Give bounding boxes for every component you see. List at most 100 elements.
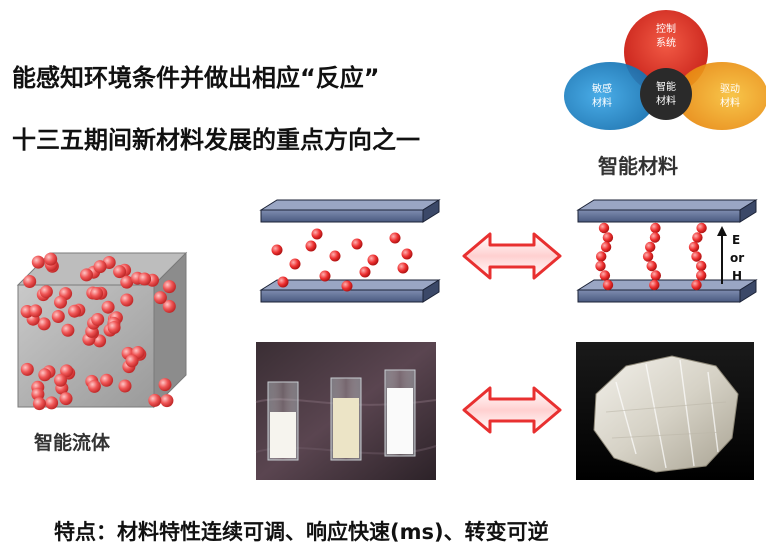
double-arrow-bottom (462, 386, 562, 434)
random-particle (389, 232, 401, 244)
random-particle (289, 258, 301, 270)
cube-particle (37, 317, 51, 331)
chained-particle (602, 232, 614, 243)
cube-particle (160, 394, 174, 408)
cube-particle (93, 260, 107, 274)
random-particles (271, 228, 413, 292)
random-particle (271, 244, 283, 256)
cube-particle (29, 304, 43, 318)
cube-particle (90, 287, 104, 300)
random-particle (319, 270, 331, 282)
cube-particle (101, 300, 115, 314)
venn-right-label-2: 材料 (720, 96, 740, 109)
chained-particle (688, 241, 700, 253)
features-line: 特点：材料特性连续可调、响应快速(ms)、转变可逆 (54, 520, 549, 544)
random-particle (397, 262, 409, 274)
cube-particle (45, 396, 59, 410)
cube-particle (148, 393, 162, 407)
venn-right-label-1: 驱动 (720, 83, 740, 95)
chained-particle (650, 270, 661, 281)
bottom-plate-face (260, 289, 424, 303)
cube-particle (125, 354, 139, 368)
cube-particle (60, 364, 74, 378)
venn-center-label-2: 材料 (656, 94, 676, 107)
cube-particle (68, 304, 81, 318)
cube-particle (20, 362, 34, 376)
double-arrow-top (462, 232, 562, 280)
smart-fluid-cube (16, 251, 188, 411)
headline-key-direction: 十三五期间新材料发展的重点方向之一 (12, 126, 420, 154)
chained-particle (642, 251, 654, 262)
cube-particle (91, 313, 105, 326)
cube-particle (162, 299, 176, 313)
random-particle (277, 276, 289, 288)
chained-particles (595, 222, 707, 291)
random-particle (401, 248, 413, 260)
cube-particle (59, 392, 73, 406)
cube-particle (39, 285, 53, 299)
plates-with-field: E or H (576, 199, 758, 303)
cube-particle (87, 379, 101, 393)
cube-particle (80, 268, 93, 282)
field-label-h: H (732, 269, 742, 283)
cube-particle (23, 275, 37, 288)
cube-particle (100, 373, 114, 387)
random-particle (311, 228, 323, 240)
cube-particle (107, 321, 121, 334)
chained-particle (691, 279, 702, 291)
chained-particle (649, 232, 661, 243)
cube-particle (113, 265, 127, 279)
cube-particle (31, 255, 45, 269)
random-particle (351, 238, 363, 250)
chained-particle (602, 279, 614, 291)
cube-caption: 智能流体 (34, 432, 111, 454)
cube-particle (120, 293, 134, 307)
cube-particle (44, 252, 58, 266)
headline-intelligent-response: 能感知环境条件并做出相应“反应” (12, 64, 380, 92)
venn-left-label-1: 敏感 (592, 82, 612, 95)
chained-particle (645, 241, 656, 253)
chained-particle (596, 251, 607, 262)
random-particle (329, 250, 341, 262)
chained-particle (691, 251, 702, 262)
chained-particle (598, 222, 610, 234)
field-label-e: E (732, 233, 740, 247)
chained-particle (599, 270, 611, 281)
chained-particle (692, 232, 703, 243)
cube-particle (162, 280, 176, 294)
plates-no-field (259, 199, 441, 303)
venn-top-label-1: 控制 (656, 22, 676, 35)
venn-circle-control-system (624, 10, 708, 94)
chained-particle (696, 222, 707, 234)
top-plate (259, 199, 441, 211)
venn-circle-actuating-material (676, 62, 766, 130)
cube-particle (138, 272, 152, 286)
random-particle (341, 280, 353, 292)
random-particle (359, 266, 371, 278)
cube-particle (118, 379, 132, 393)
chained-particle (649, 279, 660, 291)
venn-left-label-2: 材料 (592, 96, 612, 109)
venn-center-smart-material (640, 68, 692, 120)
cube-particle (32, 397, 46, 411)
random-particle (367, 254, 379, 266)
cube-particle (158, 378, 172, 392)
venn-top-label-2: 系统 (656, 36, 676, 49)
chained-particle (696, 270, 707, 281)
chained-particle (595, 260, 606, 272)
cube-particle (153, 291, 167, 305)
milk-glasses-photo (255, 342, 437, 480)
random-particle (305, 240, 317, 252)
venn-caption: 智能材料 (598, 154, 678, 178)
crystal-photo (576, 342, 754, 480)
chained-particle (600, 241, 612, 253)
venn-circle-sensing-material (564, 62, 656, 130)
cube-particle (54, 295, 67, 309)
cube-particle (51, 310, 65, 323)
top-plate-face (260, 209, 424, 223)
cube-particle (54, 373, 67, 387)
cube-particles (20, 252, 176, 411)
cube-particle (38, 368, 52, 382)
chained-particle (646, 260, 657, 272)
cube-particle (61, 323, 75, 337)
